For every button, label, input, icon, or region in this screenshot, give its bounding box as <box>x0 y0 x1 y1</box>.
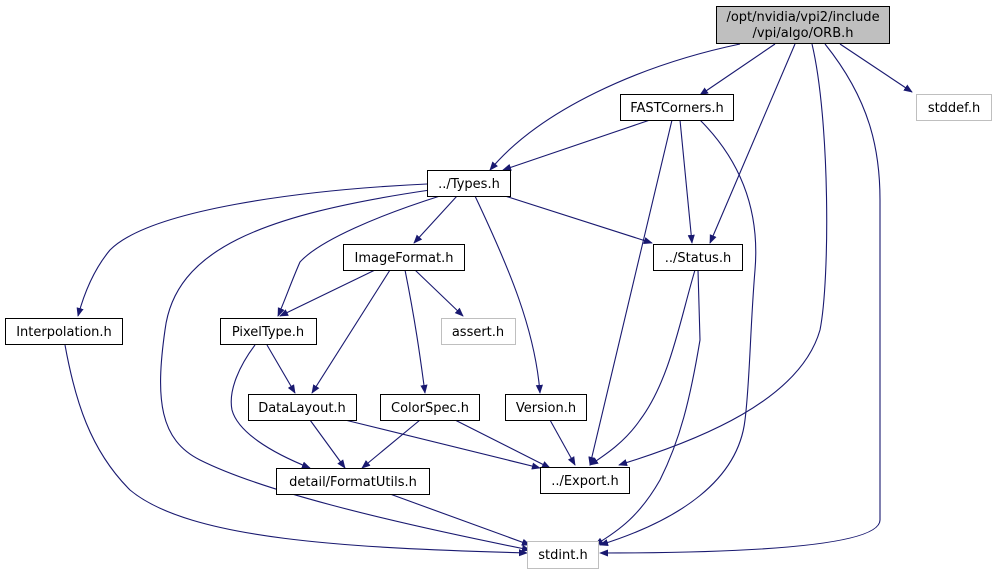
node-datalayout-label: DataLayout.h <box>258 401 346 416</box>
node-interpolation-label: Interpolation.h <box>16 325 112 340</box>
node-orb-label-line1: /opt/nvidia/vpi2/include <box>726 10 879 25</box>
edge-status-export <box>589 269 696 466</box>
edge-fastcorners-types <box>502 119 651 171</box>
node-colorspec-label: ColorSpec.h <box>391 401 469 416</box>
edge-fastcorners-stdint <box>599 119 757 547</box>
edge-orb-export <box>618 43 828 467</box>
edge-orb-types <box>489 43 741 171</box>
node-imageformat-label: ImageFormat.h <box>355 251 454 266</box>
node-types-label: ../Types.h <box>438 177 500 192</box>
node-export-h[interactable]: ../Export.h <box>540 467 630 494</box>
edge-types-version <box>474 195 543 394</box>
edge-datalayout-export <box>344 419 541 470</box>
node-fastcorners-h[interactable]: FASTCorners.h <box>620 94 734 121</box>
edge-interpolation-stdint <box>64 344 528 557</box>
node-colorspec-h[interactable]: ColorSpec.h <box>380 394 480 421</box>
node-assert-h[interactable]: assert.h <box>441 318 516 345</box>
node-version-h[interactable]: Version.h <box>505 394 587 421</box>
edge-pixeltype-formatutils <box>230 344 311 469</box>
node-types-h[interactable]: ../Types.h <box>427 170 511 197</box>
node-assert-label: assert.h <box>452 325 504 340</box>
edge-imageformat-datalayout <box>311 269 391 394</box>
edge-colorspec-export <box>454 419 551 469</box>
node-fastcorners-label: FASTCorners.h <box>630 101 723 116</box>
node-orb-label-line2: /vpi/algo/ORB.h <box>752 26 853 41</box>
edge-orb-stddef <box>839 43 913 93</box>
edge-types-status <box>504 195 653 244</box>
edge-formatutils-stdint <box>389 493 531 546</box>
node-stdint-h[interactable]: stdint.h <box>527 541 599 569</box>
edge-datalayout-formatutils <box>309 419 346 469</box>
node-formatutils-label: detail/FormatUtils.h <box>289 475 417 490</box>
node-status-h[interactable]: ../Status.h <box>653 244 743 271</box>
edge-orb-fastcorners <box>699 43 776 96</box>
edge-types-stdint <box>160 189 531 552</box>
edge-types-pixeltype <box>277 195 441 317</box>
edge-imageformat-assert <box>414 269 464 317</box>
node-datalayout-h[interactable]: DataLayout.h <box>248 394 357 421</box>
edge-pixeltype-datalayout <box>266 344 296 394</box>
node-imageformat-h[interactable]: ImageFormat.h <box>343 244 465 271</box>
node-version-label: Version.h <box>516 401 576 416</box>
node-status-label: ../Status.h <box>665 251 731 266</box>
edge-colorspec-formatutils <box>361 419 421 469</box>
edge-imageformat-pixeltype <box>279 269 376 317</box>
edge-types-interpolation <box>76 183 428 317</box>
edge-orb-status <box>709 43 796 244</box>
node-stddef-label: stddef.h <box>928 101 980 116</box>
node-export-label: ../Export.h <box>551 474 619 489</box>
edge-types-imageformat <box>413 195 458 244</box>
node-pixeltype-h[interactable]: PixelType.h <box>220 318 317 345</box>
node-pixeltype-label: PixelType.h <box>232 325 304 340</box>
node-stdint-label: stdint.h <box>538 548 587 563</box>
node-stddef-h[interactable]: stddef.h <box>916 94 992 121</box>
node-formatutils-h[interactable]: detail/FormatUtils.h <box>276 468 430 495</box>
edge-fastcorners-export <box>588 119 673 466</box>
dependency-edges <box>64 43 913 557</box>
edge-status-stdint <box>594 269 701 546</box>
node-interpolation-h[interactable]: Interpolation.h <box>5 318 123 345</box>
edge-orb-stdint <box>599 43 881 557</box>
edge-version-export <box>549 419 576 466</box>
edge-fastcorners-status <box>679 119 695 244</box>
node-orb-h[interactable]: /opt/nvidia/vpi2/include /vpi/algo/ORB.h <box>716 6 890 44</box>
edge-imageformat-colorspec <box>404 269 428 394</box>
